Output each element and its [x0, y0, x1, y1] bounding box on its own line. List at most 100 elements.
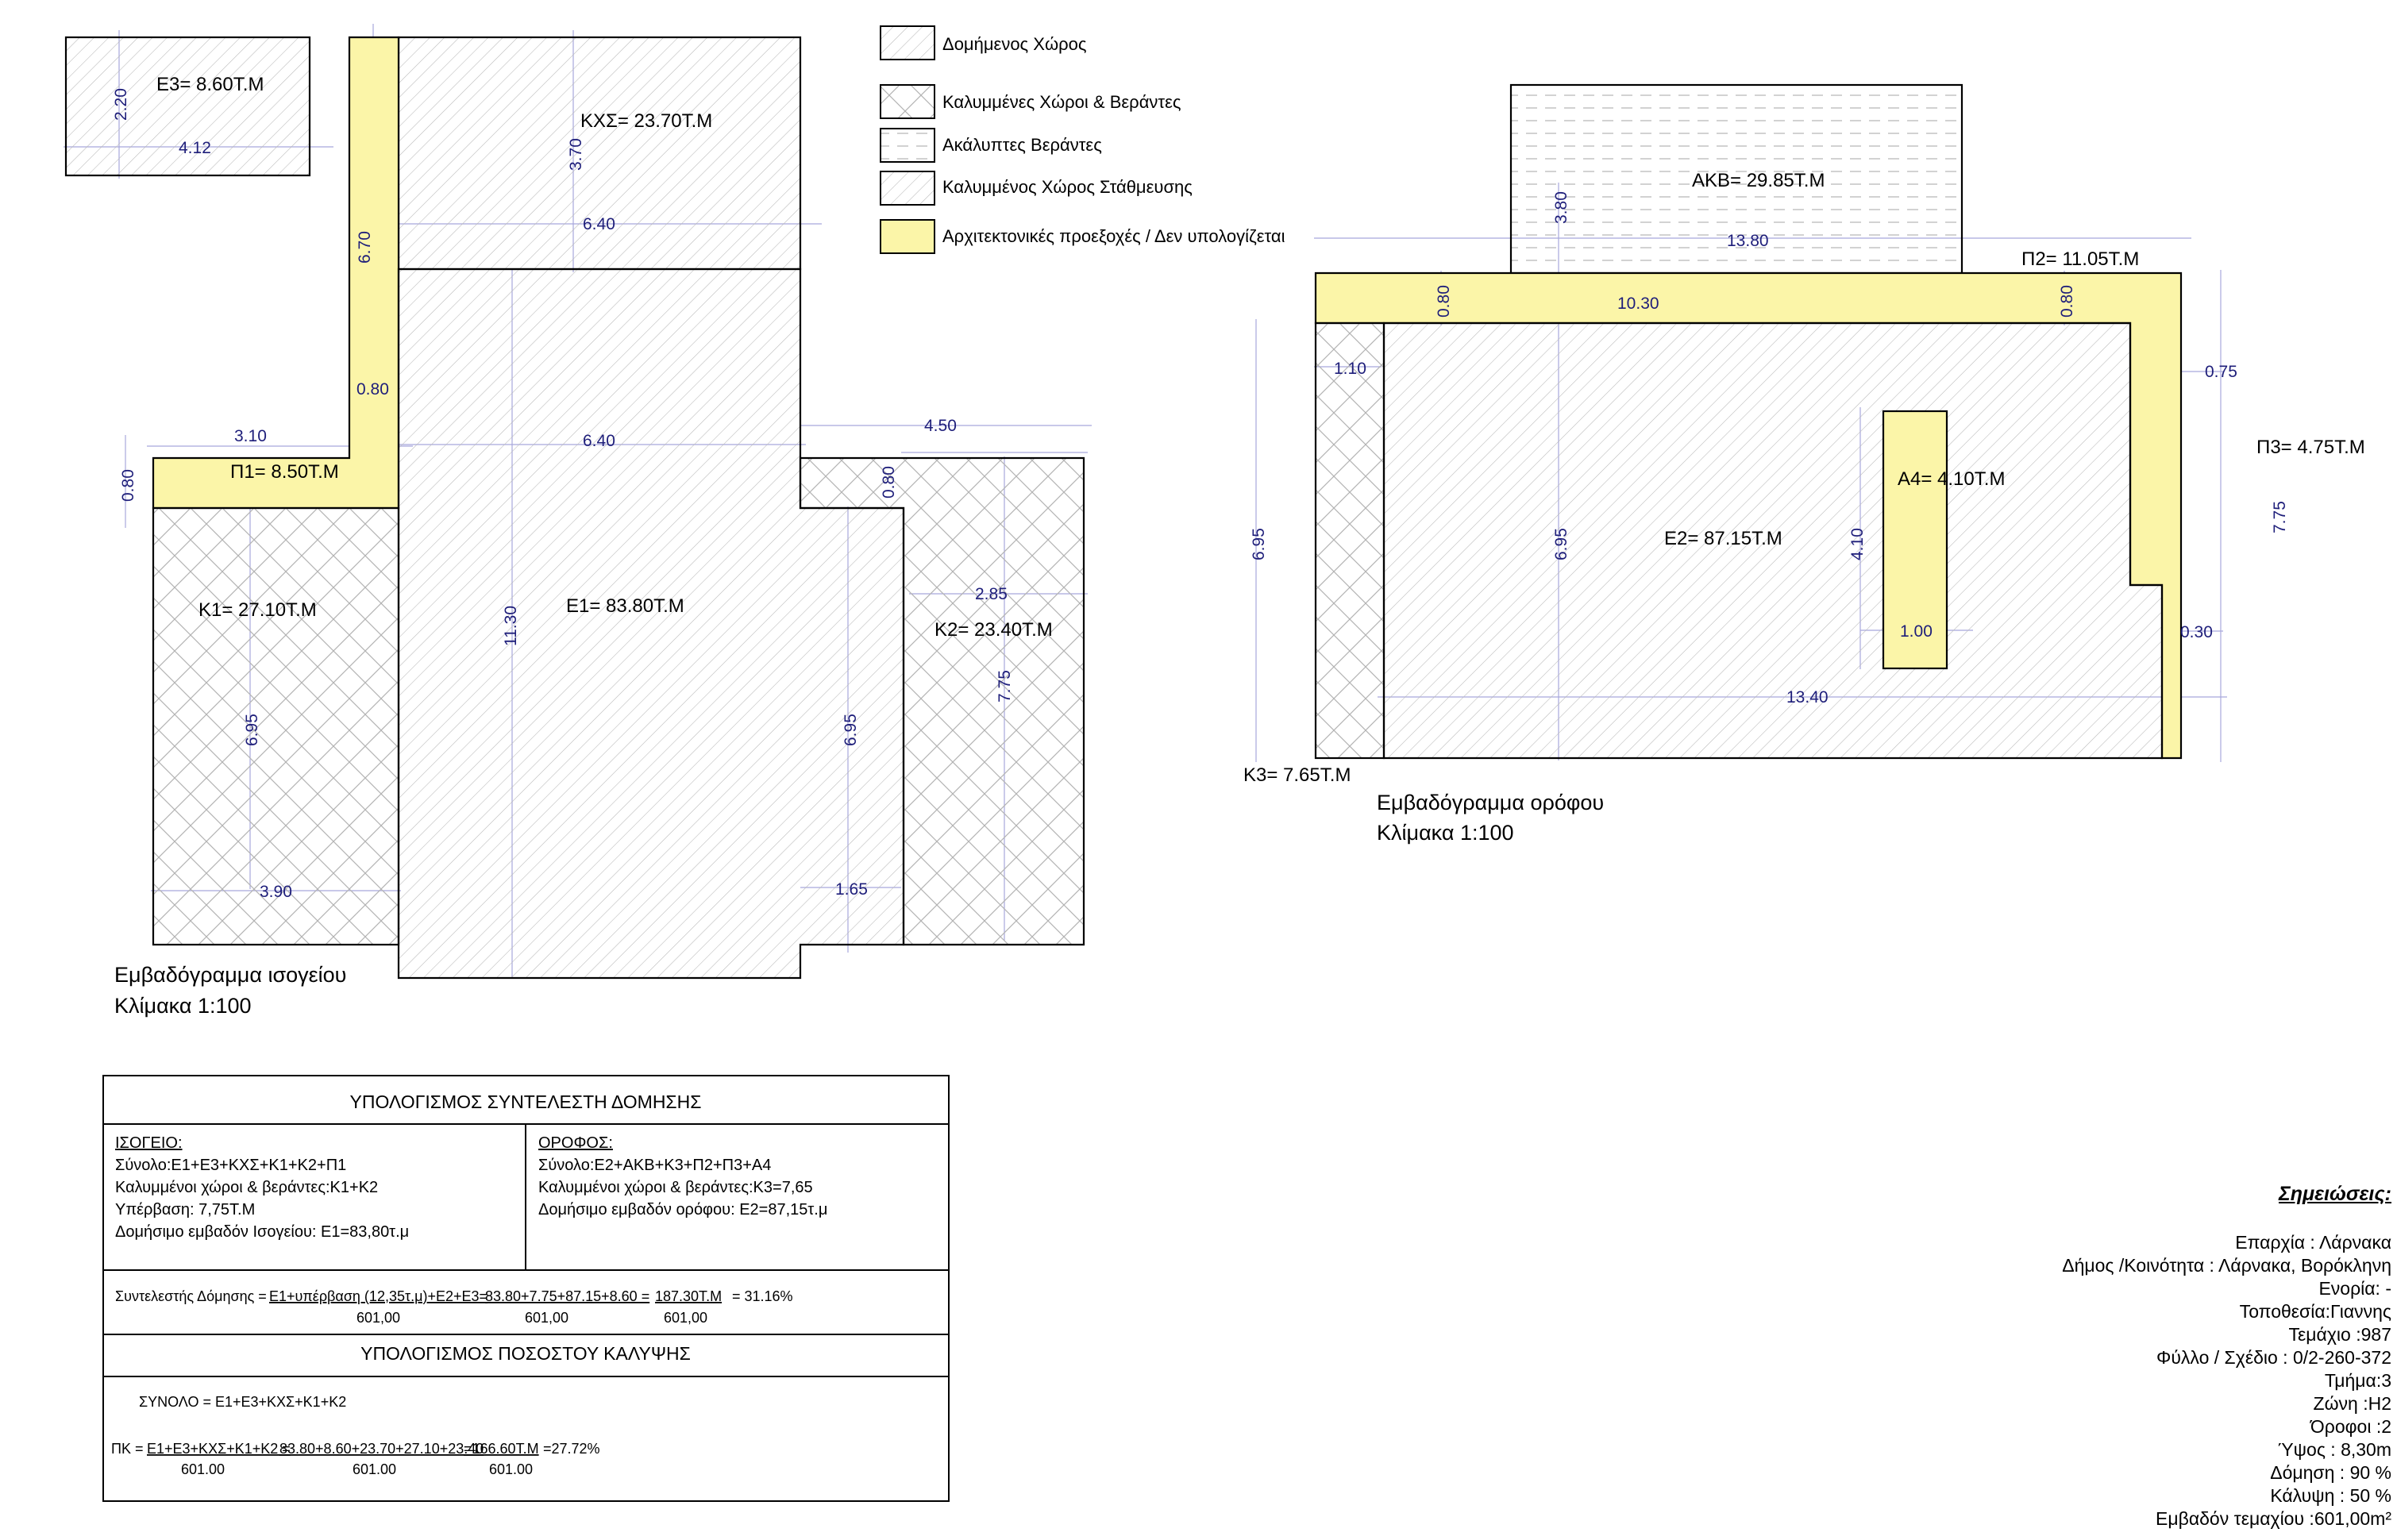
notes-panel: Σημειώσεις: Επαρχία : Λάρνακα Δήμος /Κοι…: [1906, 1183, 2391, 1530]
legend: [880, 25, 935, 254]
dim-akb-width: 13.80: [1727, 232, 1769, 250]
note-line: Δόμηση : 90 %: [2270, 1462, 2391, 1483]
dim-k3-width: 1.10: [1334, 360, 1366, 378]
note-line: Επαρχία : Λάρνακα: [2235, 1232, 2391, 1253]
pk-denominator-2: 601.00: [353, 1461, 396, 1477]
room-k2-label: Κ2= 23.40Τ.Μ: [935, 619, 1053, 641]
room-k1-label: Κ1= 27.10Τ.Μ: [198, 599, 317, 621]
room-kxs-label: ΚΧΣ= 23.70Τ.Μ: [580, 110, 712, 132]
note-line: Τεμάχιο :987: [2288, 1324, 2391, 1345]
dim-a4-width: 1.00: [1900, 622, 1933, 641]
note-line: Ύψος : 8,30m: [2277, 1439, 2391, 1460]
dim-kxs-width: 6.40: [583, 215, 615, 233]
legend-projection-label: Αρχιτεκτονικές προεξοχές / Δεν υπολογίζε…: [942, 226, 1285, 246]
coef-label: Συντελεστής Δόμησης =: [115, 1288, 267, 1304]
legend-parking-label: Καλυμμένος Χώρος Στάθμευσης: [942, 177, 1193, 197]
dim-p1-height: 0.80: [119, 469, 137, 502]
dim-e3-height: 2.20: [112, 88, 130, 121]
coef-result: = 31.16%: [732, 1288, 793, 1304]
dim-p2-right-height: 0.80: [2058, 285, 2076, 318]
dim-a4-height: 4.10: [1848, 528, 1867, 560]
legend-built-label: Δομήμενος Χώρος: [942, 34, 1086, 54]
dim-strip-height: 6.70: [356, 231, 374, 264]
room-k3-label: Κ3= 7.65Τ.Μ: [1243, 764, 1351, 786]
note-line: Εμβαδόν τεμαχίου :601,00m²: [2156, 1508, 2391, 1529]
dim-strip-width: 0.80: [356, 380, 389, 398]
legend-covered-label: Καλυμμένες Χώροι & Βεράντες: [942, 92, 1181, 112]
calc-ground-line-4: Δομήσιμο εμβαδόν Ισογείου: Ε1=83,80τ.μ: [115, 1223, 409, 1241]
note-line: Τμήμα:3: [2324, 1370, 2391, 1391]
legend-swatch-built: [880, 25, 935, 60]
coef-denominator-3: 601,00: [664, 1310, 707, 1326]
dim-e2-height: 6.95: [1552, 528, 1570, 560]
dim-e2-width: 13.40: [1786, 688, 1829, 706]
dim-p3-width: 0.75: [2205, 363, 2237, 381]
pk-label: ΠΚ =: [111, 1441, 144, 1457]
pk-numerator-3: =166.60Τ.Μ: [464, 1441, 539, 1457]
calculation-table: ΥΠΟΛΟΓΙΣΜΟΣ ΣΥΝΤΕΛΕΣΤΗ ΔΟΜΗΣΗΣ ΙΣΟΓΕΙΟ: …: [102, 1075, 950, 1502]
coef-numerator-2: 83.80+7.75+87.15+8.60 =: [485, 1288, 649, 1304]
note-line: Ζώνη :Η2: [2313, 1393, 2391, 1414]
room-akb-label: ΑΚΒ= 29.85Τ.Μ: [1692, 170, 1825, 191]
ground-floor-plan: Ε3= 8.60Τ.Μ ΚΧΣ= 23.70Τ.Μ Π1= 8.50Τ.Μ Κ1…: [64, 24, 1092, 1018]
coef-numerator-1: Ε1+υπέρβαση (12,35τ.μ)+Ε2+Ε3=: [269, 1288, 487, 1304]
note-line: Φύλλο / Σχέδιο : 0/2-260-372: [2156, 1347, 2391, 1368]
dim-k2-top: 4.50: [924, 417, 957, 435]
calc-ground-header: ΙΣΟΓΕΙΟ:: [115, 1134, 183, 1152]
calc-upper-header: ΟΡΟΦΟΣ:: [538, 1134, 613, 1152]
ground-plan-title: Εμβαδόγραμμα ισογείου: [114, 963, 346, 987]
dim-akb-height: 3.80: [1552, 191, 1570, 224]
coef-denominator-2: 601,00: [525, 1310, 568, 1326]
notes-heading: Σημειώσεις:: [2278, 1183, 2391, 1205]
dim-p2-left-height: 0.80: [1435, 285, 1453, 318]
note-line: Τοποθεσία:Γιαννης: [2239, 1301, 2391, 1322]
room-p3-label: Π3= 4.75Τ.Μ: [2256, 437, 2365, 458]
dim-e1-step: 1.65: [835, 880, 868, 899]
dim-k3-height: 6.95: [1250, 528, 1268, 560]
calc-ground-line-1: Σύνολο:Ε1+Ε3+ΚΧΣ+Κ1+Κ2+Π1: [115, 1157, 346, 1174]
room-a4-label: Α4= 4.10Τ.Μ: [1898, 468, 2005, 490]
dim-p1-width: 3.10: [234, 427, 267, 445]
note-line: Όροφοι :2: [2310, 1416, 2391, 1437]
note-line: Κάλυψη : 50 %: [2270, 1485, 2391, 1506]
calc-ground-line-3: Υπέρβαση: 7,75Τ.Μ: [115, 1201, 255, 1219]
calc-title: ΥΠΟΛΟΓΙΣΜΟΣ ΣΥΝΤΕΛΕΣΤΗ ΔΟΜΗΣΗΣ: [350, 1091, 702, 1112]
coverage-total: ΣΥΝΟΛΟ = Ε1+Ε3+ΚΧΣ+Κ1+Κ2: [139, 1394, 346, 1410]
dim-k2-height: 7.75: [996, 670, 1014, 703]
dim-e1-height: 11.30: [502, 606, 520, 646]
upper-plan-title: Εμβαδόγραμμα ορόφου: [1377, 791, 1604, 814]
legend-swatch-projection: [880, 219, 935, 254]
calc-upper-line-2: Καλυμμένοι χώροι & βεράντες:Κ3=7,65: [538, 1179, 813, 1196]
dim-kxs-height: 3.70: [567, 138, 585, 171]
note-line: Δήμος /Κοινότητα : Λάρνακα, Βορόκληνη: [2062, 1255, 2391, 1276]
dim-k1-width: 3.90: [260, 883, 292, 901]
room-p1-label: Π1= 8.50Τ.Μ: [230, 461, 339, 483]
pk-numerator-2: 83.80+8.60+23.70+27.10+23.40: [279, 1441, 484, 1457]
pk-denominator-3: 601.00: [489, 1461, 533, 1477]
calc-upper-line-1: Σύνολο:Ε2+ΑΚΒ+Κ3+Π2+Π3+Α4: [538, 1157, 771, 1174]
ground-plan-scale: Κλίμακα 1:100: [114, 994, 252, 1018]
coef-numerator-3: 187.30Τ.Μ: [655, 1288, 722, 1304]
room-p2-label: Π2= 11.05Τ.Μ: [2021, 248, 2139, 270]
calc-upper-line-3: Δομήσιμο εμβαδόν ορόφου: Ε2=87,15τ.μ: [538, 1201, 827, 1219]
calc-ground-line-2: Καλυμμένοι χώροι & βεράντες:Κ1+Κ2: [115, 1179, 378, 1196]
dim-p3-step: 0.30: [2180, 623, 2213, 641]
pk-numerator-1: Ε1+Ε3+ΚΧΣ+Κ1+Κ2 =: [147, 1441, 291, 1457]
note-line: Ενορία: -: [2318, 1278, 2391, 1299]
pk-result: =27.72%: [543, 1441, 600, 1457]
dim-e1-right-height: 6.95: [842, 714, 860, 746]
dim-e1-top: 6.40: [583, 432, 615, 450]
room-e3-label: Ε3= 8.60Τ.Μ: [156, 74, 264, 95]
dim-e3-width: 4.12: [179, 139, 211, 157]
dim-p3-height: 7.75: [2271, 501, 2289, 533]
dim-k1-height: 6.95: [243, 714, 261, 746]
dim-k2-width: 2.85: [975, 585, 1008, 603]
coef-denominator-1: 601,00: [356, 1310, 400, 1326]
room-e2-label: Ε2= 87.15Τ.Μ: [1664, 528, 1782, 549]
upper-plan-scale: Κλίμακα 1:100: [1377, 821, 1514, 845]
legend-swatch-parking: [880, 171, 935, 206]
dim-p2-width: 10.30: [1617, 295, 1659, 313]
legend-swatch-covered: [880, 84, 935, 119]
dim-k2-notch: 0.80: [880, 466, 898, 499]
